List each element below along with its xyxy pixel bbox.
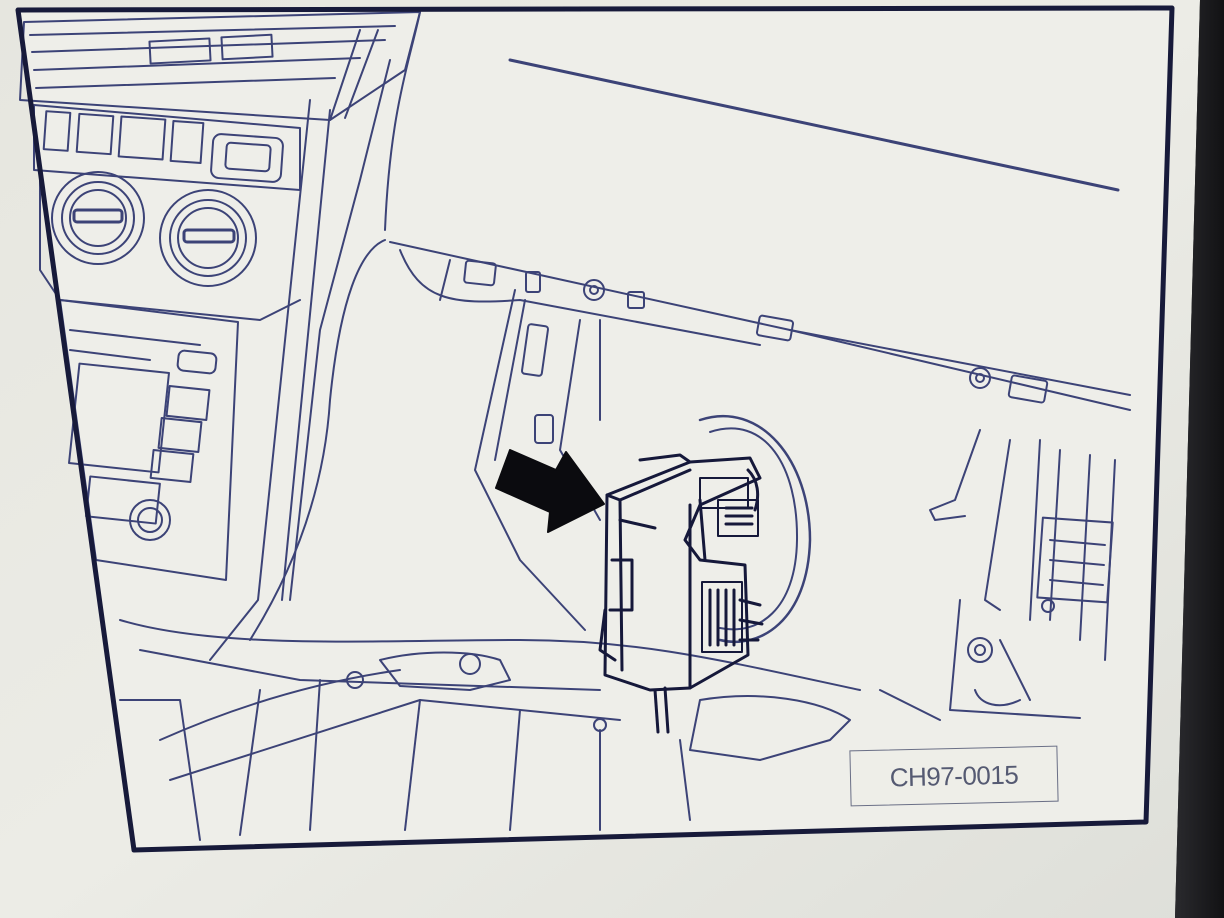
center-console [19,11,421,661]
figure-code-label: CH97-0015 [849,745,1059,807]
diagram-frame [15,5,1175,853]
diagram-paper [18,8,1172,850]
relay-carrier-module [598,453,764,734]
glovebox-area [249,239,1131,644]
arrow-right-icon [495,449,605,533]
footwell-area [119,619,861,841]
climate-knob-left [51,171,145,265]
pedal-assembly [879,429,1116,721]
monitor-bezel [1175,0,1224,918]
windshield-line [508,58,1120,192]
climate-knob-right [159,189,257,287]
radio-unit [59,299,239,581]
